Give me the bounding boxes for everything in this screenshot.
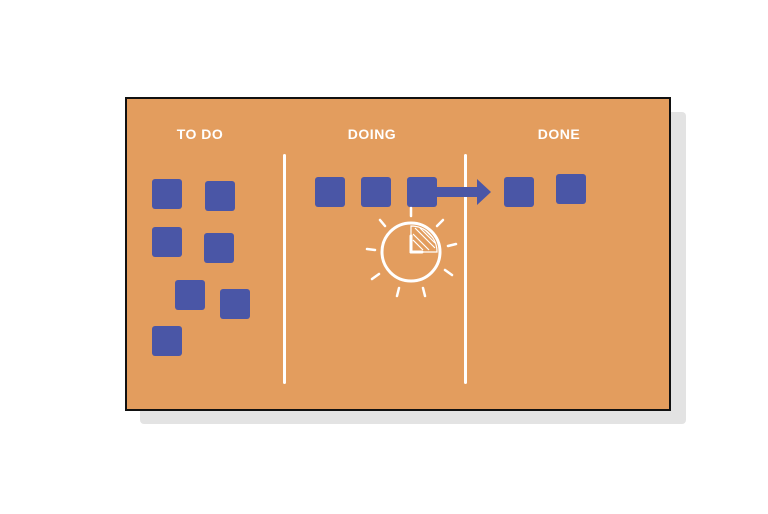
task-card[interactable] [556,174,586,204]
task-card[interactable] [205,181,235,211]
task-card-moving[interactable] [407,177,437,207]
column-divider-left [283,154,286,384]
task-card[interactable] [315,177,345,207]
task-card[interactable] [152,326,182,356]
task-card[interactable] [175,280,205,310]
column-title-done: DONE [537,126,581,142]
task-card[interactable] [152,179,182,209]
clock-icon [365,206,458,298]
column-title-todo: TO DO [176,126,224,142]
column-divider-right [464,154,467,384]
task-card[interactable] [220,289,250,319]
board-overlay [365,179,491,298]
task-card[interactable] [152,227,182,257]
column-title-doing: DOING [347,126,397,142]
kanban-board: TO DO DOING DONE [125,97,671,411]
task-card[interactable] [504,177,534,207]
task-card[interactable] [361,177,391,207]
task-card[interactable] [204,233,234,263]
arrow-right-icon [435,179,491,205]
